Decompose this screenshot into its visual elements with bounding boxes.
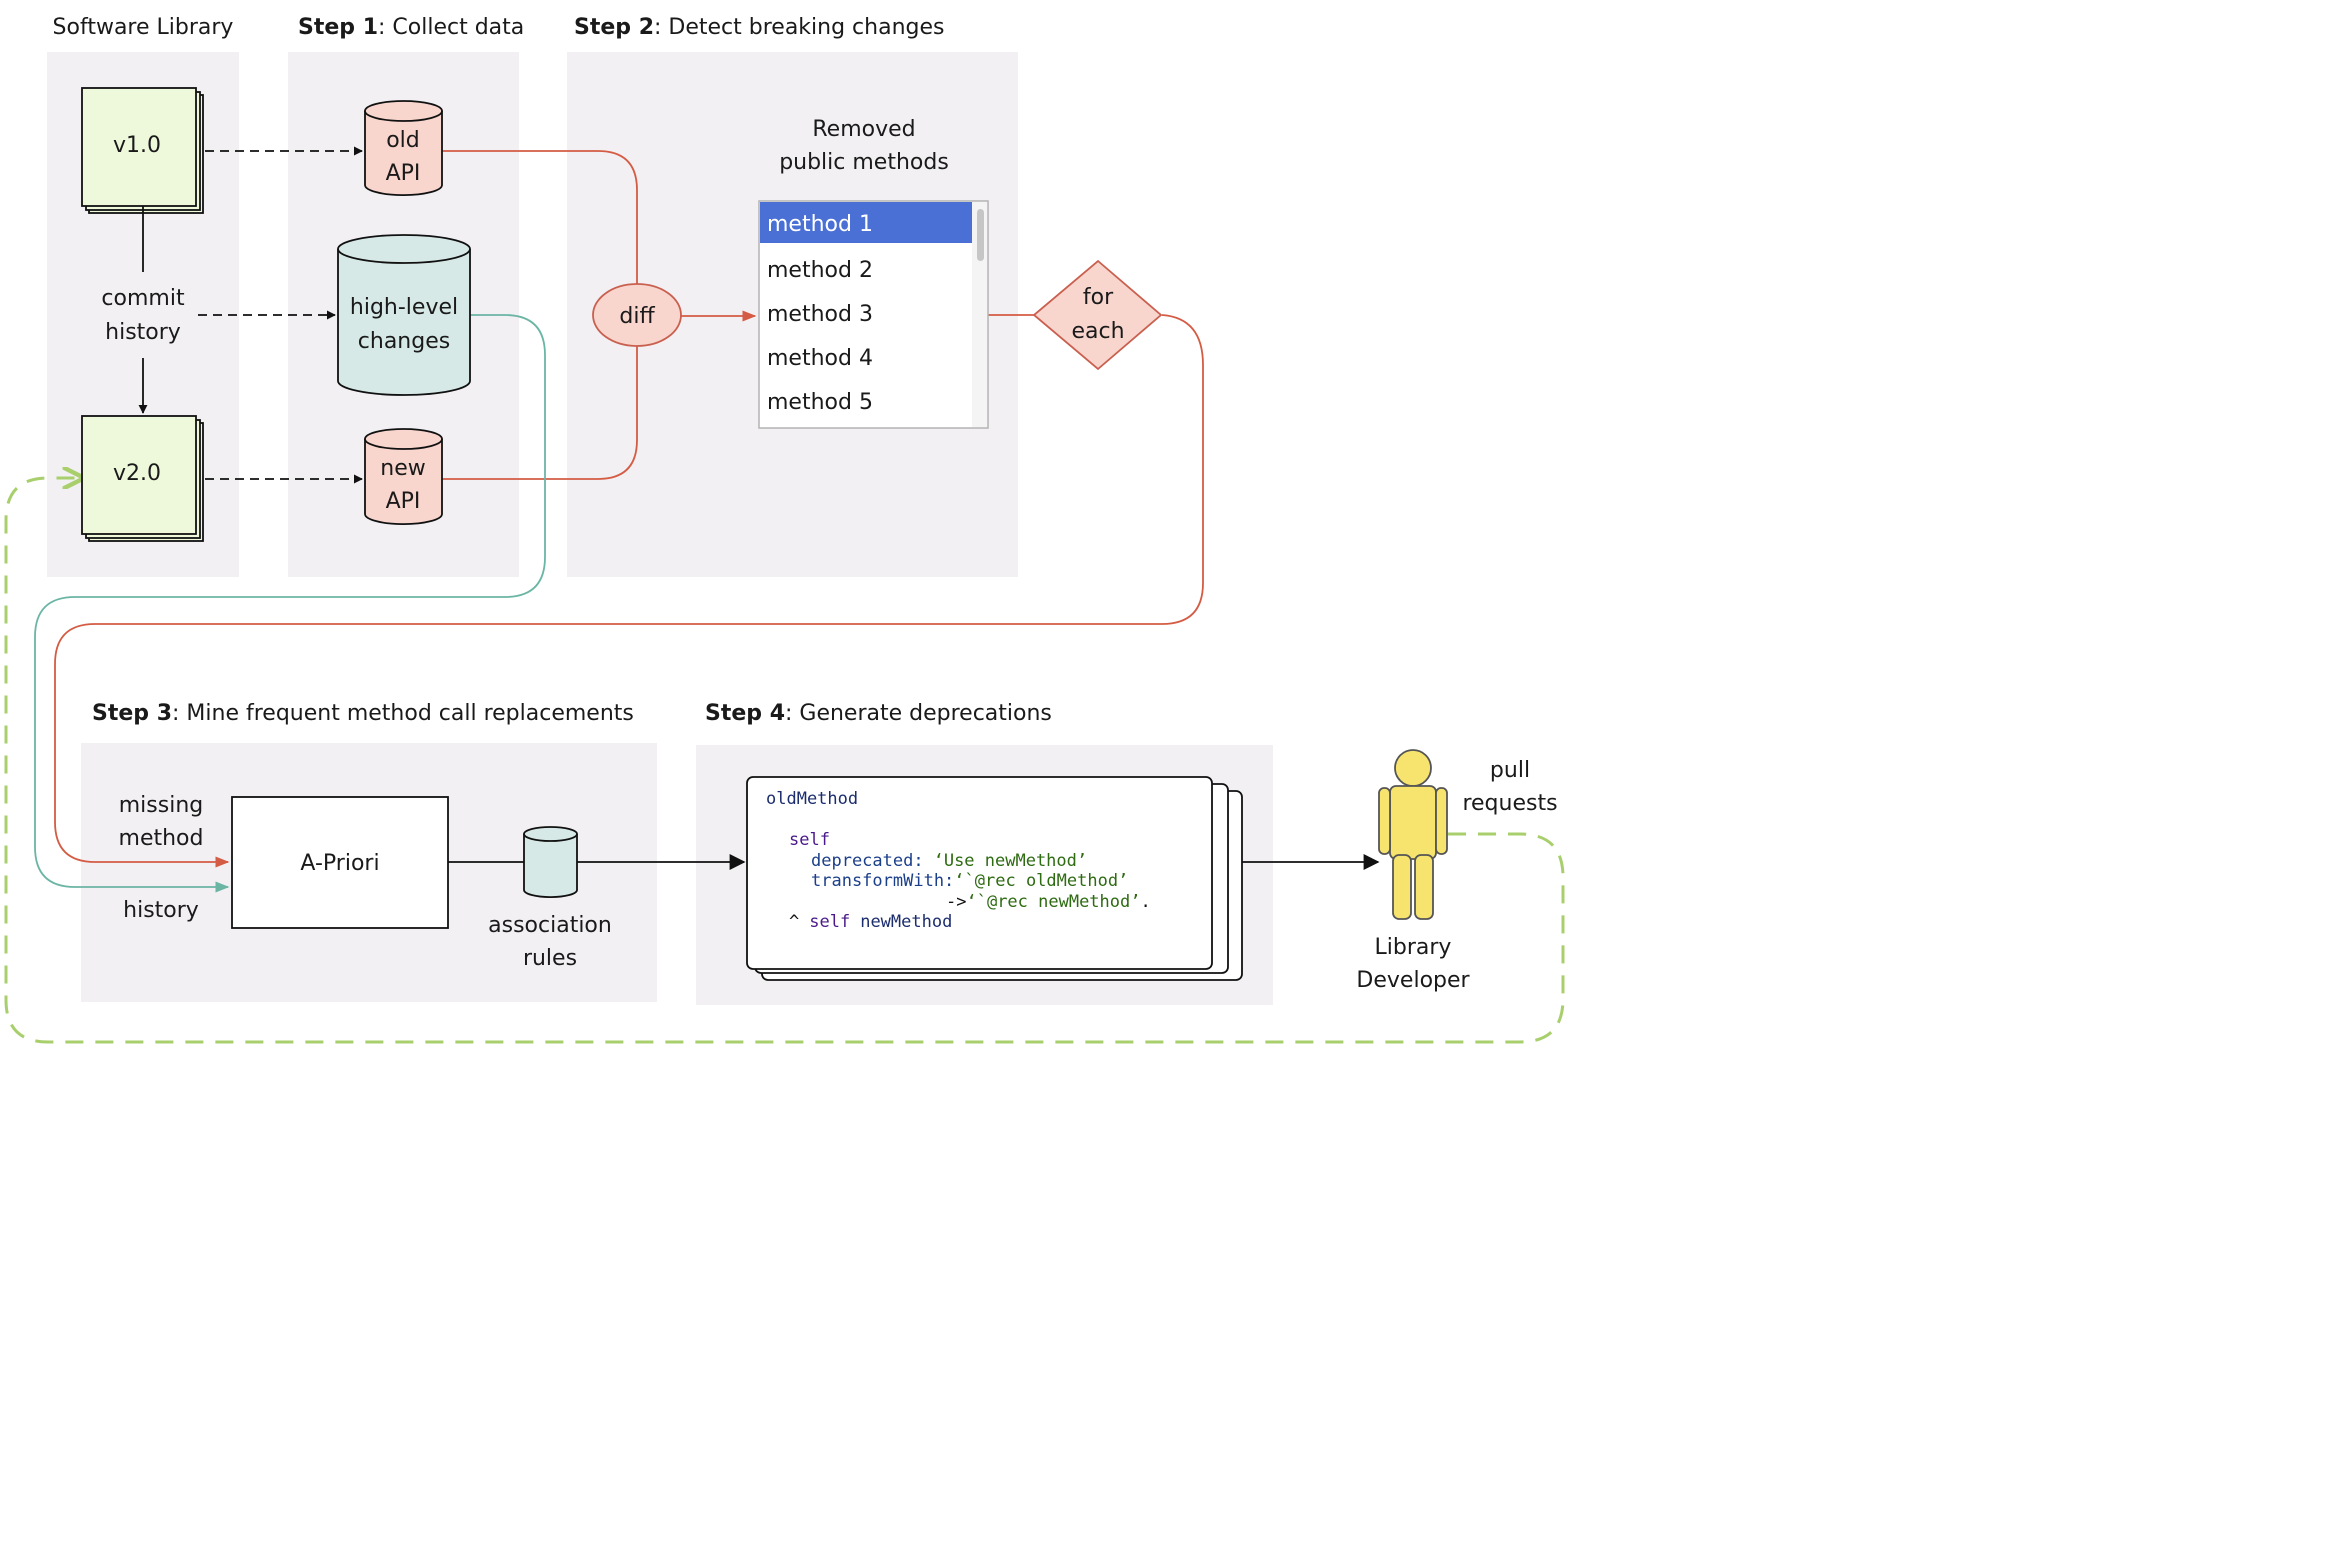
code-line-1: oldMethod bbox=[766, 789, 858, 809]
commit-label-line1: commit bbox=[101, 286, 185, 311]
step4-header: Step 4: Generate deprecations bbox=[705, 701, 1052, 726]
missing-method-label-line1: missing bbox=[119, 793, 204, 818]
code-line-4-key: transformWith: bbox=[811, 871, 954, 891]
new-api-cylinder: new API bbox=[364, 428, 443, 526]
old-api-cylinder: old API bbox=[364, 100, 443, 197]
developer-label-line1: Library bbox=[1375, 935, 1452, 960]
for-each-label-line1: for bbox=[1083, 285, 1114, 310]
old-api-label-line2: API bbox=[386, 161, 421, 186]
code-line-2: self bbox=[789, 830, 830, 850]
code-line-5-end: . bbox=[1140, 892, 1150, 912]
code-line-6: ^ self newMethod bbox=[789, 912, 952, 932]
library-header: Software Library bbox=[53, 15, 234, 40]
step4-header-bold: Step 4 bbox=[705, 701, 785, 726]
old-api-to-diff-line bbox=[442, 150, 638, 284]
listbox-scroll-thumb[interactable] bbox=[977, 209, 984, 261]
v1-document-stack: v1.0 bbox=[81, 87, 204, 214]
removed-methods-listbox[interactable]: method 1 method 2 method 3 method 4 meth… bbox=[758, 200, 989, 429]
code-line-3: deprecated: ‘Use newMethod’ bbox=[811, 851, 1087, 871]
method-item-3[interactable]: method 3 bbox=[767, 302, 873, 327]
pull-request-loop bbox=[4, 478, 1565, 1044]
code-line-5-arrow: -> bbox=[946, 892, 966, 912]
method-item-5[interactable]: method 5 bbox=[767, 390, 873, 415]
diff-node bbox=[592, 283, 682, 347]
removed-methods-title-line1: Removed bbox=[812, 117, 915, 142]
history-label: history bbox=[123, 898, 199, 923]
developer-label-line2: Developer bbox=[1356, 968, 1470, 993]
missing-method-label-line2: method bbox=[119, 826, 204, 851]
method-item-1[interactable]: method 1 bbox=[767, 212, 873, 237]
code-line-6-self: self bbox=[809, 912, 850, 932]
high-level-label-line2: changes bbox=[358, 329, 450, 354]
association-rules-label-line2: rules bbox=[523, 946, 577, 971]
code-line-5: ->‘`@rec newMethod’. bbox=[946, 892, 1151, 912]
for-each-decision bbox=[1032, 259, 1163, 371]
pull-requests-label-line2: requests bbox=[1462, 791, 1557, 816]
new-api-label-line2: API bbox=[386, 489, 421, 514]
deprecation-code-stack: oldMethod self deprecated: ‘Use newMethod… bbox=[746, 776, 1243, 981]
commit-label-line2: history bbox=[105, 320, 181, 345]
code-line-5-value: ‘`@rec newMethod’ bbox=[966, 892, 1140, 912]
step3-header-rest: : Mine frequent method call replacements bbox=[172, 701, 634, 726]
code-line-4-value: ‘`@rec oldMethod’ bbox=[954, 871, 1128, 891]
step4-header-rest: : Generate deprecations bbox=[785, 701, 1052, 726]
pull-requests-label-line1: pull bbox=[1490, 758, 1530, 783]
method-item-2[interactable]: method 2 bbox=[767, 258, 873, 283]
v2-document-stack: v2.0 bbox=[81, 415, 204, 542]
association-rules-cylinder bbox=[523, 826, 578, 899]
code-line-3-value: ‘Use newMethod’ bbox=[934, 851, 1088, 871]
old-api-label-line1: old bbox=[386, 128, 420, 153]
library-developer-person-icon bbox=[1378, 749, 1448, 920]
high-level-changes-cylinder: high-level changes bbox=[337, 234, 471, 396]
association-rules-label-line1: association bbox=[488, 913, 612, 938]
method-item-4[interactable]: method 4 bbox=[767, 346, 873, 371]
code-line-6-call: newMethod bbox=[860, 912, 952, 932]
method-1-selected-highlight[interactable] bbox=[760, 202, 972, 243]
high-level-label-line1: high-level bbox=[350, 295, 458, 320]
removed-methods-title-line2: public methods bbox=[779, 150, 949, 175]
step1-header-rest: : Collect data bbox=[378, 15, 524, 40]
diff-label: diff bbox=[619, 304, 655, 329]
v1-label: v1.0 bbox=[113, 133, 161, 158]
for-each-label-line2: each bbox=[1071, 319, 1124, 344]
code-line-3-key: deprecated: bbox=[811, 851, 924, 871]
step2-header-rest: : Detect breaking changes bbox=[654, 15, 944, 40]
changes-to-history-line bbox=[34, 314, 546, 893]
step2-header: Step 2: Detect breaking changes bbox=[574, 15, 944, 40]
apriori-box bbox=[231, 796, 449, 929]
step3-header: Step 3: Mine frequent method call replac… bbox=[92, 701, 634, 726]
code-line-4: transformWith:‘`@rec oldMethod’ bbox=[811, 871, 1128, 891]
v2-label: v2.0 bbox=[113, 461, 161, 486]
step2-header-bold: Step 2 bbox=[574, 15, 654, 40]
new-api-to-diff-line bbox=[442, 346, 638, 480]
code-line-6-caret: ^ bbox=[789, 912, 799, 932]
foreach-to-mining-line bbox=[54, 314, 1204, 868]
step1-header: Step 1: Collect data bbox=[298, 15, 524, 40]
step1-header-bold: Step 1 bbox=[298, 15, 378, 40]
apriori-label: A-Priori bbox=[300, 851, 379, 876]
step3-header-bold: Step 3 bbox=[92, 701, 172, 726]
new-api-label-line1: new bbox=[380, 456, 425, 481]
